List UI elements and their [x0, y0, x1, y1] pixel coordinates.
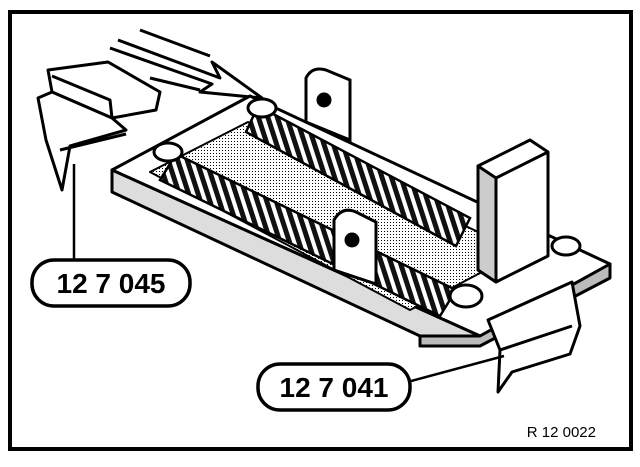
reference-code: R 12 0022: [527, 424, 596, 441]
upright-block: [476, 138, 550, 284]
callout-left-text: 12 7 045: [57, 268, 166, 299]
spring-upper: [244, 97, 472, 248]
mounting-tab-top: [304, 67, 352, 143]
clip-tool-12-7-045: [36, 60, 162, 192]
callout-right-text: 12 7 041: [280, 372, 389, 403]
direction-arrow: [109, 28, 264, 100]
leader-line-right: [399, 354, 505, 386]
callout-right: 12 7 041: [256, 362, 412, 412]
bolt-right: [550, 235, 582, 257]
outer-frame: [8, 10, 633, 451]
mounting-tab-bottom: [332, 208, 378, 287]
callout-left: 12 7 045: [30, 258, 192, 308]
